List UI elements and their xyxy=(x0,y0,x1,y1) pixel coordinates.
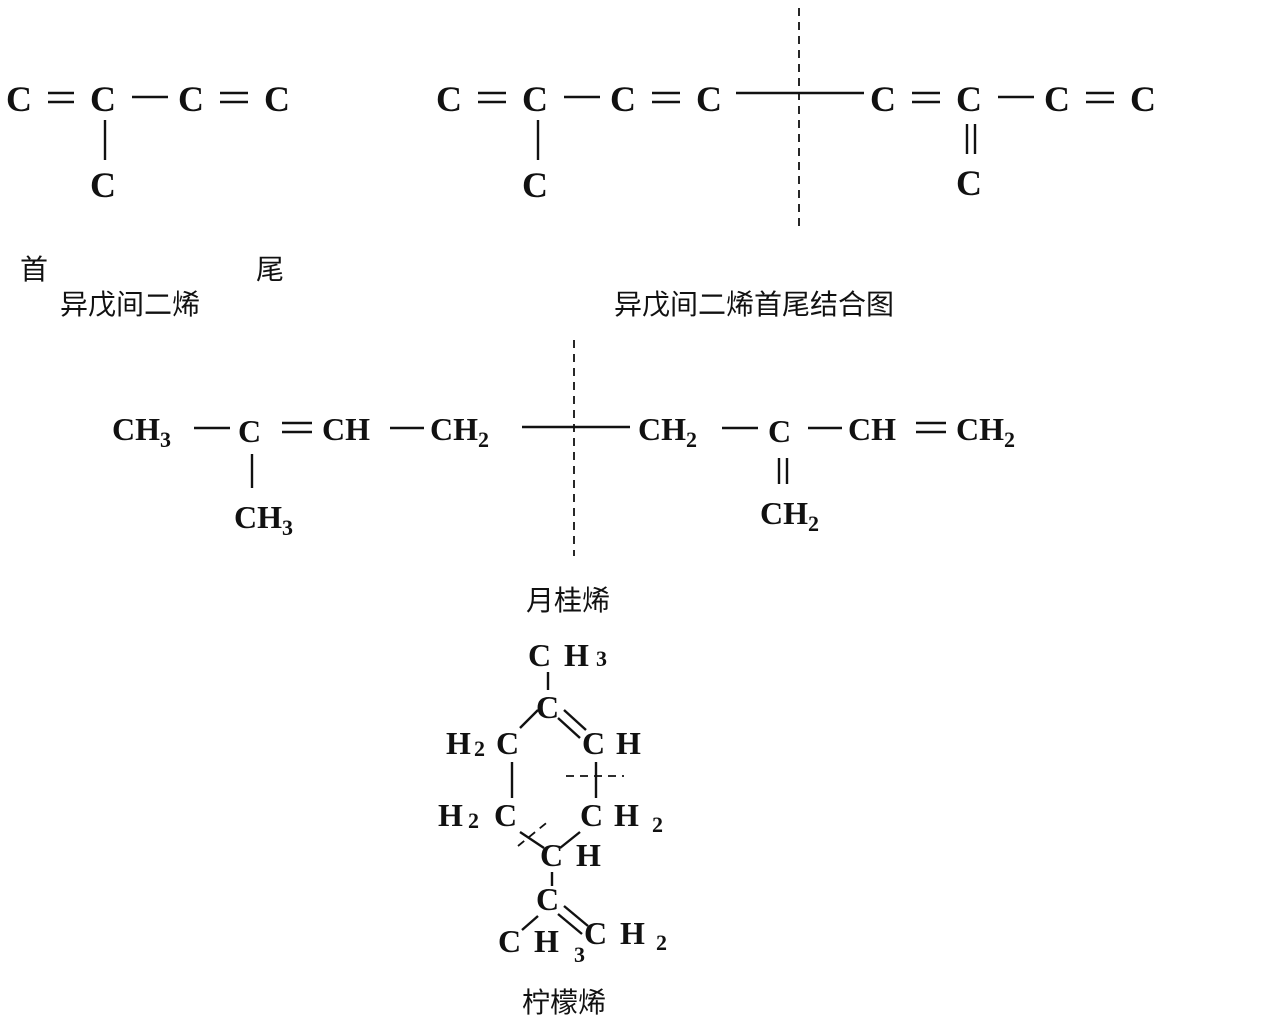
limonene-ring-ch-h: H xyxy=(576,837,601,873)
isoprene-atom-c3: C xyxy=(178,79,204,119)
myrcene-structure: CH3 C CH CH2 CH3 CH2 C CH CH2 CH2 xyxy=(112,340,1015,556)
limonene-division-mark-lower xyxy=(517,819,551,847)
limonene-ch-right-h: H xyxy=(616,725,641,761)
limonene-caption: 柠檬烯 xyxy=(522,986,606,1019)
limonene-ch3-bottom-sub: 3 xyxy=(574,942,585,967)
limonene-ring-double-b xyxy=(557,717,581,739)
limonene-ch3-bottom-c: C xyxy=(498,923,521,959)
myrcene-ch2-terminal: CH2 xyxy=(956,411,1015,452)
limonene-h2c-upper-h: H xyxy=(446,725,471,761)
union-atom-c9: C xyxy=(1130,79,1156,119)
myrcene-ch2-right: CH2 xyxy=(638,411,697,452)
limonene-ch3-top-sub: 3 xyxy=(596,646,607,671)
isoprene-atom-c4: C xyxy=(264,79,290,119)
myrcene-ch3-left: CH3 xyxy=(112,411,171,452)
head-tail-union-structure: C C C C C C C C C C xyxy=(436,8,1156,226)
limonene-ch-right-c: C xyxy=(582,725,605,761)
limonene-ch2-bottom-c: C xyxy=(584,915,607,951)
myrcene-ch2-left: CH2 xyxy=(430,411,489,452)
union-atom-c4: C xyxy=(696,79,722,119)
myrcene-ch3-branch: CH3 xyxy=(234,499,293,540)
limonene-isopropenyl-double-a xyxy=(563,905,589,927)
myrcene-caption: 月桂烯 xyxy=(526,584,610,617)
limonene-ch3-top-c: C xyxy=(528,637,551,673)
isoprene-tail-label: 尾 xyxy=(256,253,284,286)
limonene-ring-ch-c: C xyxy=(540,837,563,873)
limonene-ring-c1: C xyxy=(536,689,559,725)
limonene-ch2-right-c: C xyxy=(580,797,603,833)
limonene-ch2-bottom-sub: 2 xyxy=(656,930,667,955)
myrcene-c-right: C xyxy=(768,413,791,449)
limonene-ch3-top-h: H xyxy=(564,637,589,673)
limonene-structure: C H 3 C H 2 C C H H 2 C C H 2 C H xyxy=(438,637,667,967)
myrcene-ch: CH xyxy=(322,411,370,447)
union-atom-c10: C xyxy=(956,163,982,203)
limonene-h2c-lower-h: H xyxy=(438,797,463,833)
limonene-ch3-bottom-h: H xyxy=(534,923,559,959)
union-atom-c2: C xyxy=(522,79,548,119)
limonene-ring-double-a xyxy=(563,709,587,731)
limonene-h2c-upper-c: C xyxy=(496,725,519,761)
limonene-ring-bond-1 xyxy=(519,709,539,729)
union-atom-c7: C xyxy=(956,79,982,119)
limonene-ring-bond-lower-left xyxy=(519,831,545,849)
isoprene-atom-c5: C xyxy=(90,165,116,205)
isoprene-atom-c1: C xyxy=(6,79,32,119)
limonene-h2c-upper-sub: 2 xyxy=(474,736,485,761)
union-atom-c3: C xyxy=(610,79,636,119)
union-atom-c8: C xyxy=(1044,79,1070,119)
myrcene-ch2-branch: CH2 xyxy=(760,495,819,536)
limonene-ring-bond-lower-right xyxy=(559,831,581,849)
isoprene-atom-c2: C xyxy=(90,79,116,119)
limonene-ch2-bottom-h: H xyxy=(620,915,645,951)
isoprene-structure: C C C C C xyxy=(6,79,290,205)
limonene-ch2-right-sub: 2 xyxy=(652,812,663,837)
isoprene-head-label: 首 xyxy=(20,253,48,286)
limonene-isopropenyl-c: C xyxy=(536,881,559,917)
myrcene-c-center: C xyxy=(238,413,261,449)
union-atom-c6: C xyxy=(870,79,896,119)
head-tail-union-caption: 异戊间二烯首尾结合图 xyxy=(614,288,894,321)
union-atom-c1: C xyxy=(436,79,462,119)
limonene-h2c-lower-c: C xyxy=(494,797,517,833)
isoprene-caption: 异戊间二烯 xyxy=(60,288,200,321)
limonene-isopropenyl-double-b xyxy=(557,913,583,935)
union-atom-c5: C xyxy=(522,165,548,205)
limonene-ch2-right-h: H xyxy=(614,797,639,833)
limonene-h2c-lower-sub: 2 xyxy=(468,808,479,833)
myrcene-ch-right: CH xyxy=(848,411,896,447)
limonene-isopropenyl-methyl-bond xyxy=(521,915,539,931)
